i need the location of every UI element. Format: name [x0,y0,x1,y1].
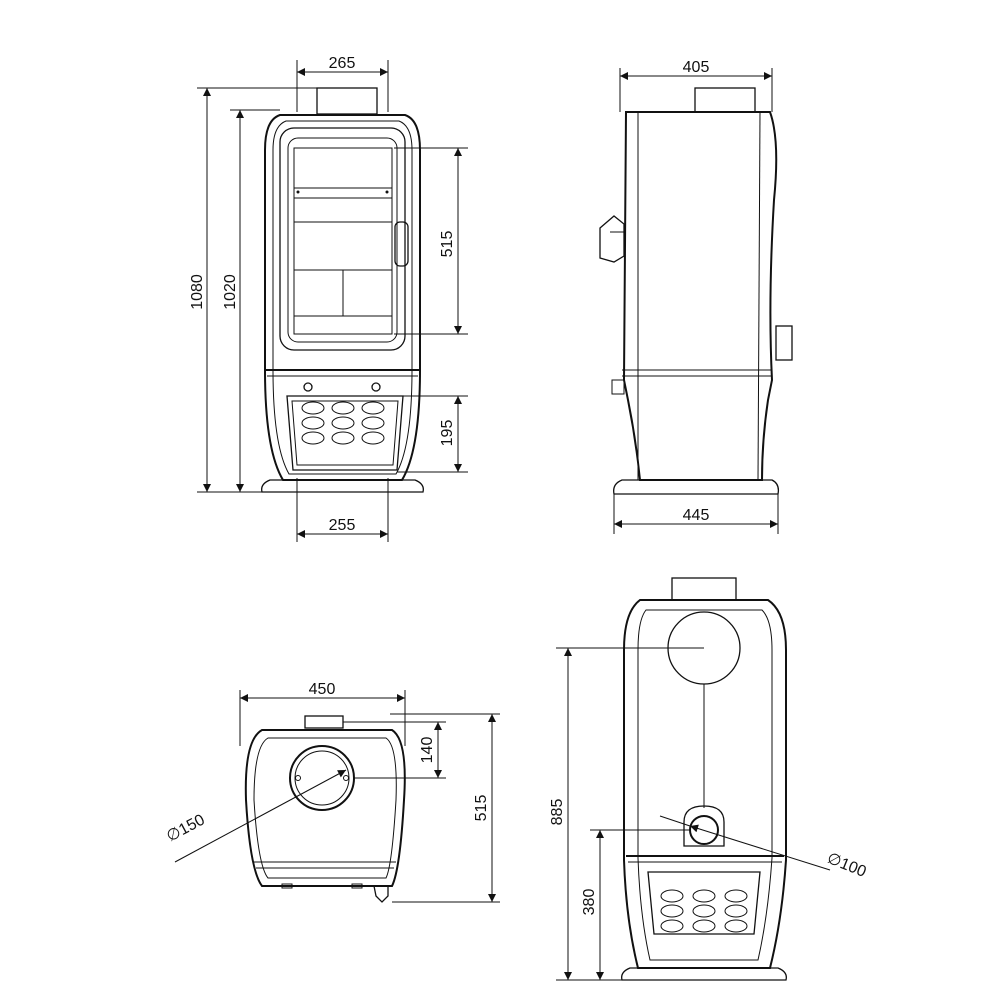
dim-rear-outlet-diameter: ∅100 [825,850,869,881]
dim-rear-height-top-outlet: 885 [549,799,566,826]
top-flue-collar [304,715,344,729]
dim-front-ash-height: 195 [439,420,456,447]
dim-front-height-body: 1020 [222,274,239,310]
front-flue-collar [316,87,378,115]
side-flue-collar [694,87,756,113]
front-knob-left [303,382,313,392]
dim-top-flue-offset: 140 [419,737,436,764]
front-door [279,127,406,351]
front-glass [293,147,393,335]
dim-front-height-total: 1080 [189,274,206,310]
rear-ash-drawer [647,871,761,935]
dim-side-depth-top: 405 [683,59,710,76]
dim-front-glass-height: 515 [439,231,456,258]
top-body-outline [244,729,406,887]
side-base [613,479,780,495]
top-handle [373,885,389,903]
front-door-handle [394,221,409,267]
dim-front-width-base: 255 [329,517,356,534]
front-ash-drawer [286,395,404,471]
top-flue-outlet [289,745,355,811]
side-view: 405 445 [599,59,793,534]
rear-flue-collar [671,577,737,601]
rear-view: 885 380 ∅100 [549,577,869,981]
rear-vent-holes [660,889,748,933]
front-vent-holes [301,401,385,445]
dim-front-width-top: 265 [329,55,356,72]
side-rear-outlet [775,325,793,361]
side-body-outline [622,111,778,481]
dim-rear-height-rear-outlet: 380 [581,889,598,916]
side-door-handle [599,215,625,263]
rear-base [621,967,787,981]
rear-body-outline [623,599,787,969]
front-base [261,479,424,493]
front-knob-right [371,382,381,392]
dim-top-width: 450 [309,681,336,698]
top-view: 450 140 515 ∅150 [164,681,500,903]
rear-outlet-spigot [683,805,725,847]
dim-top-flue-diameter: ∅150 [164,811,208,845]
dim-top-depth: 515 [473,795,490,822]
dim-side-depth-base: 445 [683,507,710,524]
front-view: 265 1080 1020 515 195 255 [189,55,468,542]
